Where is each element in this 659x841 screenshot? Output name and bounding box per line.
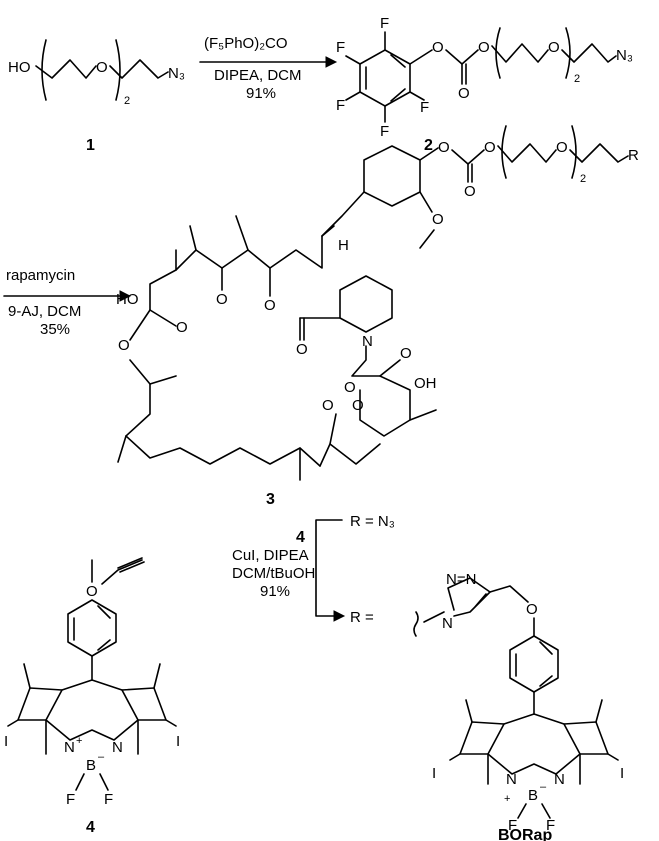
atom-n-borap-right: N	[554, 771, 565, 788]
atom-b: B	[86, 757, 96, 774]
atom-o-aryl: O	[432, 39, 444, 56]
atom-f-borap-right: F	[546, 817, 555, 834]
r-triazole-label: R =	[350, 609, 374, 626]
compound-4-label: 4	[86, 819, 95, 836]
step-1-yield: 91%	[246, 85, 276, 102]
atom-n-triazole-1: N	[442, 615, 453, 632]
atom-b-borap: B	[528, 787, 538, 804]
atom-o-ester-macro: O	[264, 297, 276, 314]
step-2-conditions: 9-AJ, DCM	[8, 303, 81, 320]
atom-o-peg3: O	[556, 139, 568, 156]
compound-4-structure: O I I N + B – N F F	[4, 557, 180, 808]
atom-i-borap-right: I	[620, 765, 624, 782]
atom-f-right: F	[420, 99, 429, 116]
atom-nn-triazole: N=N	[446, 571, 476, 588]
atom-o-ketone1: O	[216, 291, 228, 308]
atom-o-propargyl: O	[86, 583, 98, 600]
compound-2-structure: F F F F F O O O O N₃ 2	[336, 15, 633, 140]
atom-n3-2: N₃	[616, 47, 633, 64]
r-azide-label: R = N₃	[350, 513, 395, 530]
atom-o-thp: O	[352, 397, 364, 414]
atom-o-ome-ring: O	[432, 211, 444, 228]
atom-n-right: N	[112, 739, 123, 756]
step-2-yield: 35%	[40, 321, 70, 338]
atom-i-right: I	[176, 733, 180, 750]
step-1-reagent: (F₅PhO)₂CO	[204, 35, 288, 52]
atom-o-ome-2: O	[322, 397, 334, 414]
atom-f-b-right: F	[104, 791, 113, 808]
atom-f-left-top: F	[336, 39, 345, 56]
atom-o-ome-macro: O	[176, 319, 188, 336]
compound-3-label: 3	[266, 491, 275, 508]
atom-ho: HO	[8, 59, 31, 76]
atom-r: R	[628, 147, 639, 164]
atom-f-top: F	[380, 15, 389, 32]
step-3-yield: 91%	[260, 583, 290, 600]
atom-n-left: N	[64, 739, 75, 756]
repeat-subscript-2: 2	[574, 73, 580, 85]
atom-o-amide: O	[296, 341, 308, 358]
repeat-subscript: 2	[124, 95, 130, 107]
atom-i-left: I	[4, 733, 8, 750]
borap-label: BORap	[498, 827, 552, 841]
atom-o-ketone2: O	[118, 337, 130, 354]
atom-f-borap-left: F	[508, 817, 517, 834]
step-3-solvent: DCM/tBuOH	[232, 565, 315, 582]
atom-f-left-bottom: F	[336, 97, 345, 114]
atom-f-bottom: F	[380, 123, 389, 140]
atom-o-borap: O	[526, 601, 538, 618]
repeat-subscript-3: 2	[580, 173, 586, 185]
compound-1-structure: HO O N₃ 2	[8, 39, 185, 107]
step-2-reagent: rapamycin	[6, 267, 75, 284]
compound-3-structure: O O O O R 2 O H O O HO O O	[116, 125, 639, 481]
atom-n-pip: N	[362, 333, 373, 350]
charge-minus-borap: –	[540, 781, 547, 793]
borap-structure: N N=N O I I N + B – N F F	[413, 571, 624, 834]
atom-o-oxo2: O	[400, 345, 412, 362]
atom-o-ester: O	[478, 39, 490, 56]
step-3-arrow	[315, 519, 346, 622]
atom-h: H	[338, 237, 349, 254]
atom-o-carbonyl: O	[458, 85, 470, 102]
atom-o: O	[96, 59, 108, 76]
atom-oh: OH	[414, 375, 437, 392]
atom-f-b-left: F	[66, 791, 75, 808]
atom-i-borap-left: I	[432, 765, 436, 782]
atom-o-peg: O	[548, 39, 560, 56]
step-3-reagents: CuI, DIPEA	[232, 547, 309, 564]
charge-plus-borap: +	[504, 793, 510, 805]
atom-o-oxo1: O	[344, 379, 356, 396]
atom-ho-macro: HO	[116, 291, 139, 308]
atom-o-ester3: O	[484, 139, 496, 156]
compound-2-label: 2	[424, 137, 433, 154]
charge-plus: +	[76, 735, 82, 747]
atom-n3: N₃	[168, 65, 185, 82]
step-3-compound: 4	[296, 529, 305, 546]
step-1-arrow	[199, 56, 338, 68]
step-1-conditions: DIPEA, DCM	[214, 67, 302, 84]
atom-o-carb3: O	[464, 183, 476, 200]
step-2-arrow	[3, 290, 132, 302]
charge-minus: –	[98, 751, 105, 763]
atom-n-borap-left: N	[506, 771, 517, 788]
compound-1-label: 1	[86, 137, 95, 154]
atom-o-cyc: O	[438, 139, 450, 156]
